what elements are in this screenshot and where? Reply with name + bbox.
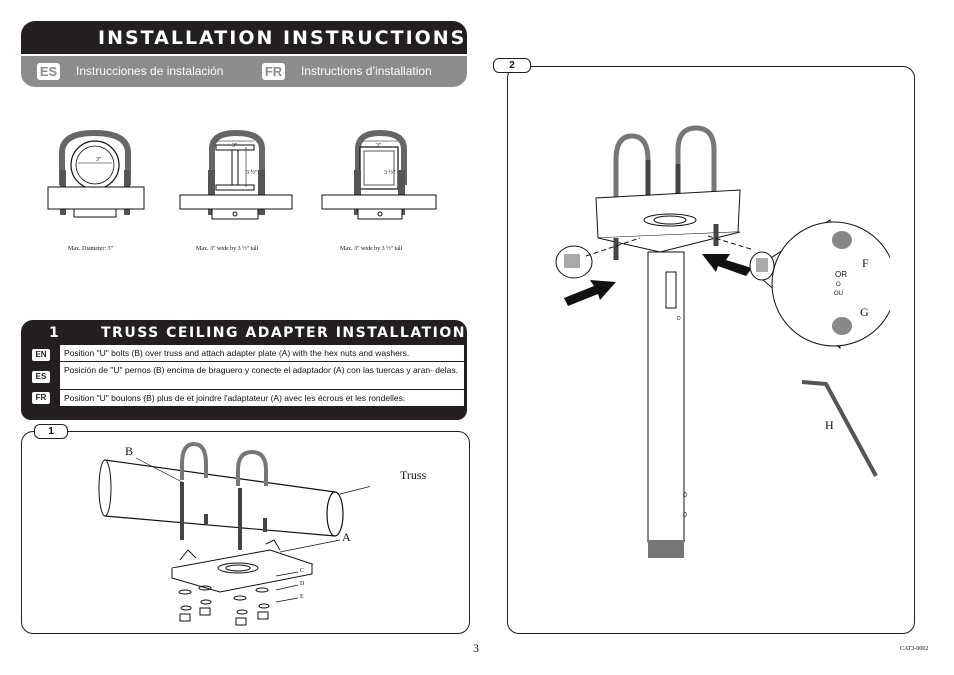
label-h: H xyxy=(825,418,834,432)
language-bar: ES Instrucciones de instalación FR Instr… xyxy=(21,56,467,87)
label-pole-zero-1: 0 xyxy=(683,492,687,499)
lang-badge-fr: FR xyxy=(262,63,285,80)
section-header: 1 TRUSS CEILING ADAPTER INSTALLATION xyxy=(21,320,467,344)
label-a: A xyxy=(342,530,351,544)
figure-1-drawing xyxy=(98,441,370,626)
label-or-es: O xyxy=(836,282,841,288)
label-f: F xyxy=(862,256,869,270)
figure-1-tab: 1 xyxy=(34,424,68,439)
label-pole-d: D xyxy=(677,316,681,322)
clamp-diagram-round xyxy=(47,129,145,218)
label-d: D xyxy=(300,581,305,587)
clamp-diagram-ibeam xyxy=(179,129,293,220)
lang-title-fr: Instructions d’installation xyxy=(301,64,432,78)
dim-height-3: 3 ½" xyxy=(384,170,396,176)
caption-round: Max. Diameter: 3" xyxy=(68,246,113,252)
figure-1-panel xyxy=(21,431,470,634)
section-title: TRUSS CEILING ADAPTER INSTALLATION xyxy=(101,325,466,341)
instruction-text-es: Posición de "U" pernos (B) encima de bra… xyxy=(60,362,464,389)
dim-width-2: 3" xyxy=(232,143,238,149)
label-or-fr: OU xyxy=(834,291,843,297)
label-b: B xyxy=(125,444,134,458)
clamp-diagram-square xyxy=(321,129,437,220)
instruction-badge-en: EN xyxy=(32,349,50,361)
label-or-en: OR xyxy=(835,270,847,279)
clamp-diagrams xyxy=(47,129,437,220)
instruction-badge-fr: FR xyxy=(32,392,50,404)
figure-2-tab: 2 xyxy=(493,58,531,73)
figure-2-panel xyxy=(507,66,915,634)
label-g: G xyxy=(860,305,869,319)
page-number: 3 xyxy=(473,641,479,655)
instruction-text-en: Position "U" bolts (B) over truss and at… xyxy=(60,345,464,361)
instruction-text-fr: Position "U" boulons (B) plus de et join… xyxy=(60,390,464,406)
lang-badge-es: ES xyxy=(37,63,60,80)
label-truss: Truss xyxy=(400,468,427,482)
label-e: E xyxy=(300,594,304,600)
label-pole-zero-2: 0 xyxy=(683,512,687,519)
figure-2-drawing xyxy=(555,125,890,558)
caption-ibeam: Max. 3" wide by 3 ½" tall xyxy=(196,246,259,252)
dim-height-2: 3 ½" xyxy=(246,170,258,176)
instruction-box: EN Position "U" bolts (B) over truss and… xyxy=(21,344,467,420)
lang-title-es: Instrucciones de instalación xyxy=(76,64,224,78)
dim-width-3: 3" xyxy=(376,143,382,149)
instruction-badge-es: ES xyxy=(32,371,50,383)
document-code: CAT3-0002 xyxy=(900,646,929,652)
dim-width-1: 3" xyxy=(96,157,102,163)
label-c: C xyxy=(300,568,305,574)
caption-square: Max. 3" wide by 3 ½" tall xyxy=(340,246,403,252)
page-title: INSTALLATION INSTRUCTIONS xyxy=(21,21,467,54)
section-number: 1 xyxy=(49,325,61,341)
